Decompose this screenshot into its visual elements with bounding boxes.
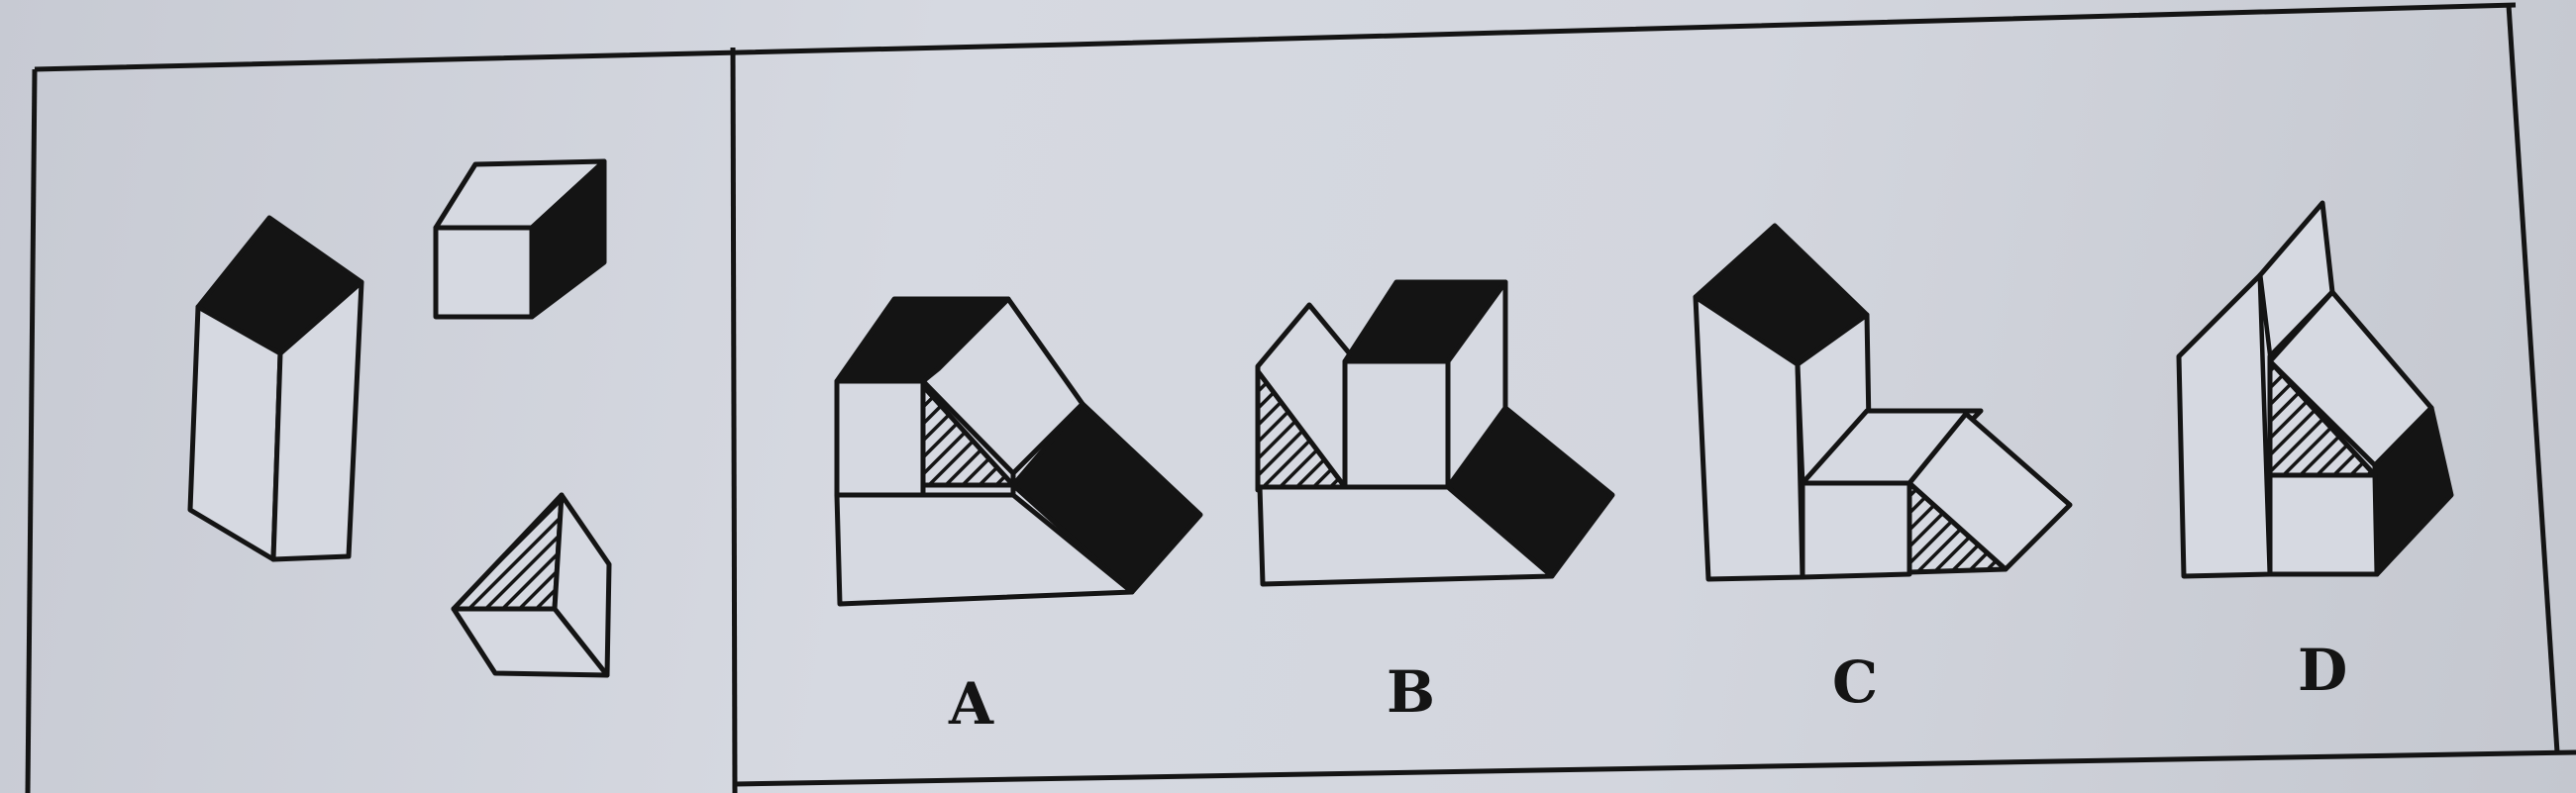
frame-left-edge [25,68,38,793]
option-a-label[interactable]: A [949,670,994,738]
option-c-label[interactable]: C [1832,648,1879,716]
option-b-figure [1255,279,1615,587]
given-wedge [451,492,612,678]
given-tall-prism [187,215,364,562]
option-b-label[interactable]: B [1387,658,1436,726]
given-small-cube [433,158,607,320]
frame-right-edge [2506,4,2560,753]
option-d-figure [2176,200,2454,579]
frame-top-edge [34,2,2517,72]
option-a-figure [834,296,1203,607]
frame-bottom-edge [734,749,2576,787]
frame-divider [730,47,738,793]
option-c-figure [1693,223,2073,582]
option-d-label[interactable]: D [2298,637,2348,704]
